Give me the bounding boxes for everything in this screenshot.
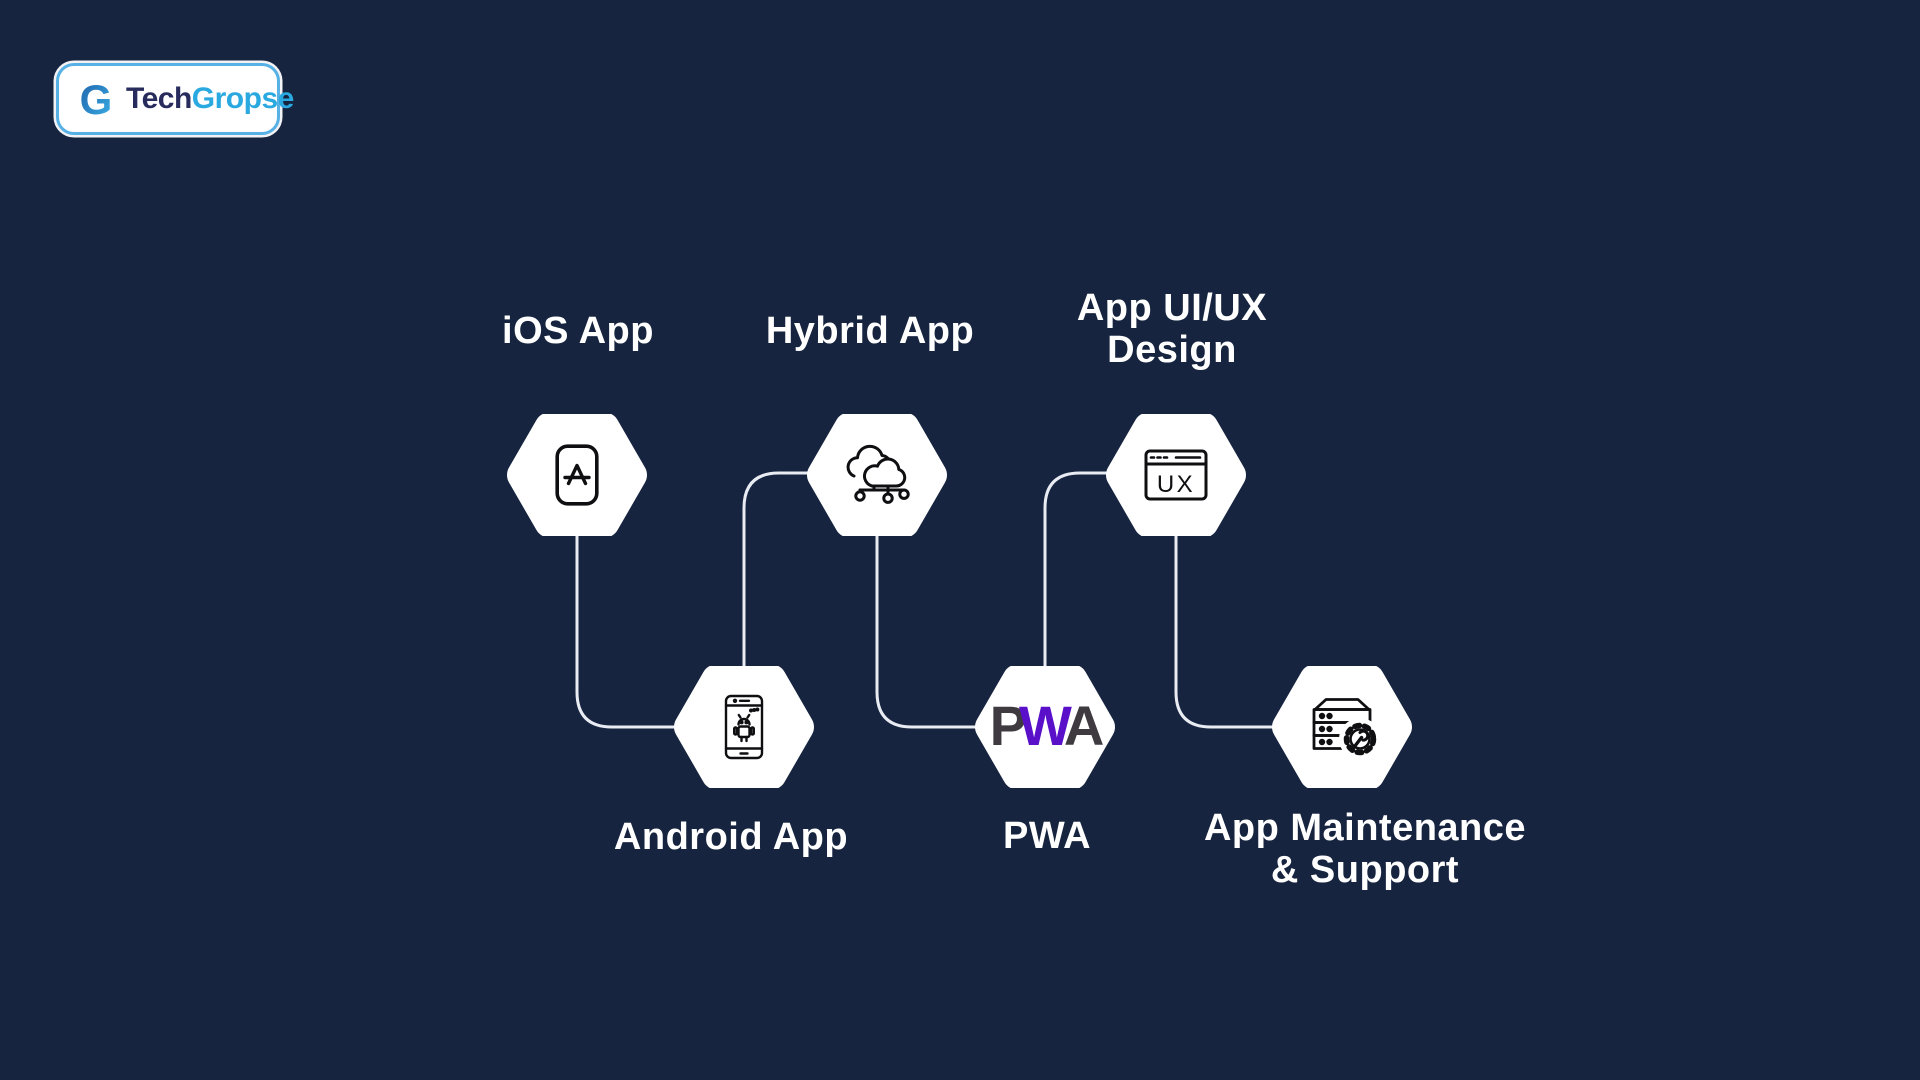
hex-node-app-uiux-design: UX [1106,414,1246,536]
hex-node-ios-app [507,414,647,536]
hex-node-hybrid-app [807,414,947,536]
node-label-app-maintenance-support: App Maintenance& Support [1203,807,1527,891]
brand-name: TechGropse [126,84,294,114]
techgropse-g-mark-icon: G [80,76,113,122]
ux-icon-text: UX [1157,471,1195,498]
server-gear-icon [1312,698,1381,760]
pwa-letter-w: W [1019,693,1072,757]
connector-pwa-to-uiux [1043,471,1110,669]
node-label-hybrid-app: Hybrid App [765,310,975,352]
hexagon-shape [975,666,1115,788]
hexagon-shape [507,414,647,536]
android-phone-icon [724,694,764,760]
hex-node-app-maintenance-support [1272,666,1412,788]
node-label-ios-app: iOS App [502,310,654,352]
cloud-network-icon [846,444,910,504]
connector-android-to-hybrid [742,471,811,669]
node-label-pwa: PWA [1002,815,1092,857]
node-label-android-app: Android App [613,816,849,858]
connector-uiux-to-maintenance [1174,533,1276,729]
pwa-letter-a: A [1063,693,1105,757]
g-mark-letter: G [80,76,113,122]
hex-node-android-app [674,666,814,788]
pwa-letter-p: P [989,693,1027,757]
brand-part-tech: Tech [126,82,192,115]
brand-part-gropse: Gropse [191,82,295,115]
techgropse-logo-badge: G TechGropse [56,63,294,135]
app-store-icon [555,444,599,506]
connector-ios-to-android [575,533,678,729]
ux-browser-icon: UX [1144,449,1208,501]
connector-hybrid-to-pwa [875,533,979,729]
